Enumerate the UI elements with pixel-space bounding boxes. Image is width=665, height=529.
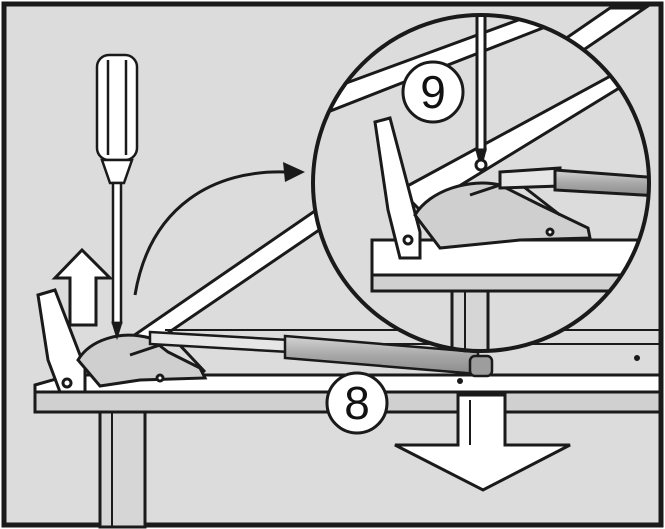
arrow-down-icon	[394, 393, 571, 492]
arrow-up-icon	[51, 247, 114, 327]
hinge-bracket	[36, 288, 208, 394]
curved-arrow-icon	[133, 162, 305, 296]
screwdriver-icon	[95, 53, 139, 341]
step-8-label: 8	[344, 377, 370, 429]
step-8-badge: 8	[325, 371, 389, 435]
step-9-label: 9	[420, 66, 446, 118]
step-9-badge: 9	[401, 60, 465, 124]
gas-strut	[148, 330, 494, 378]
